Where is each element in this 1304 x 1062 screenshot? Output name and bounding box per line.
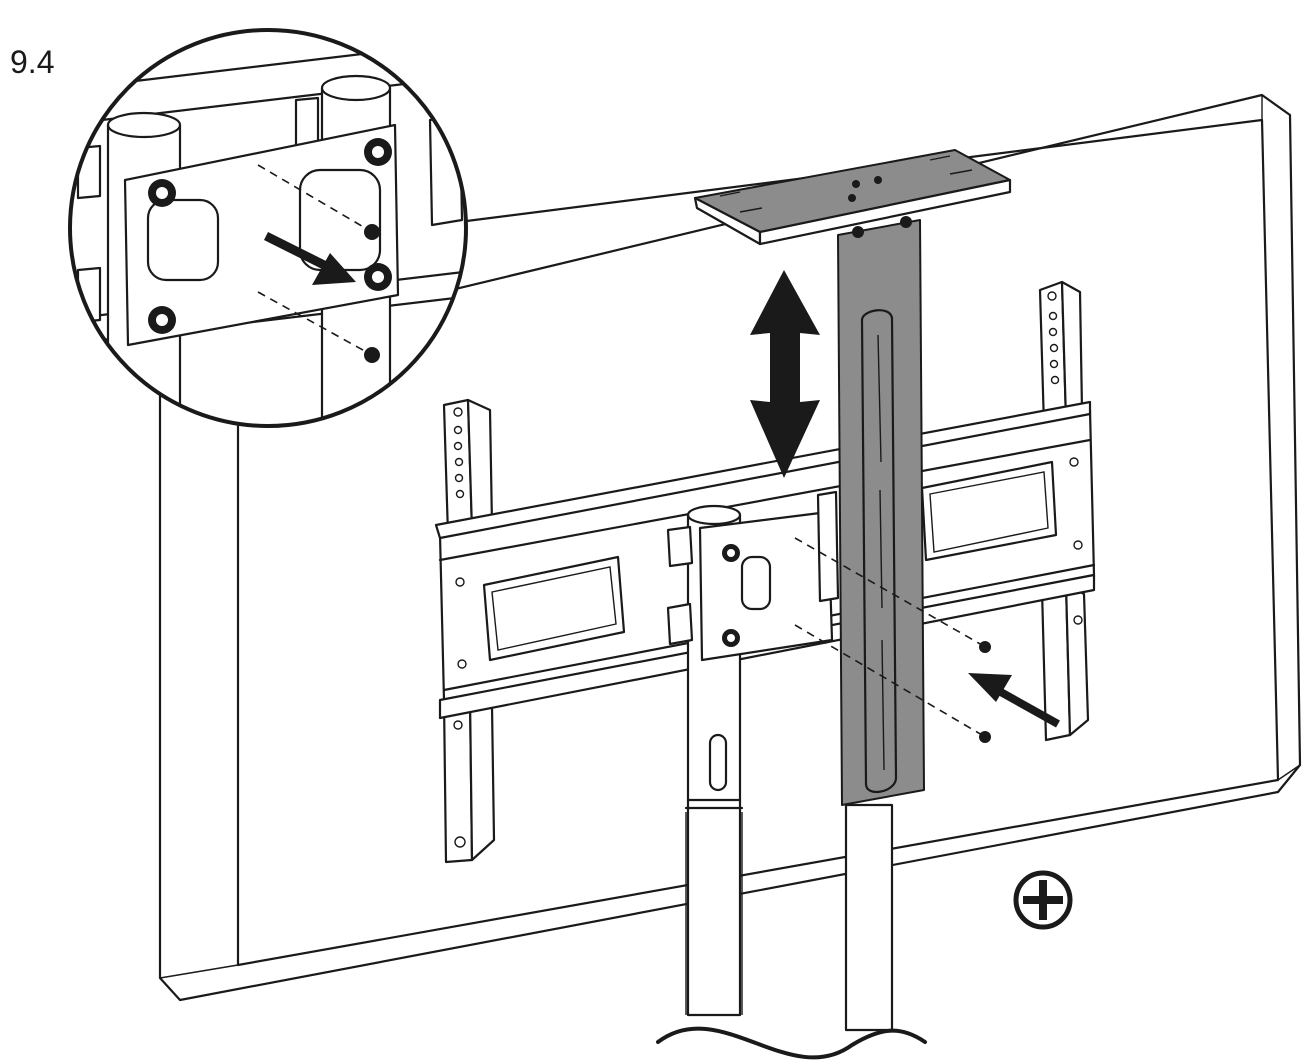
camera-shelf-platform: [693, 149, 1012, 246]
camera-shelf-bracket: [837, 216, 925, 806]
nut-icons: [148, 138, 392, 334]
height-adjust-arrow: [750, 270, 820, 478]
insertion-arrow: [968, 673, 1060, 728]
screw-insertion-lines: [794, 537, 991, 743]
pole-clamp-plate: [666, 490, 840, 662]
pole-break-line: [656, 1026, 927, 1060]
camera-shelf-pole: [844, 803, 894, 1032]
phillips-screwdriver-icon: [1013, 870, 1073, 930]
step-number-label: 9.4: [10, 44, 55, 80]
